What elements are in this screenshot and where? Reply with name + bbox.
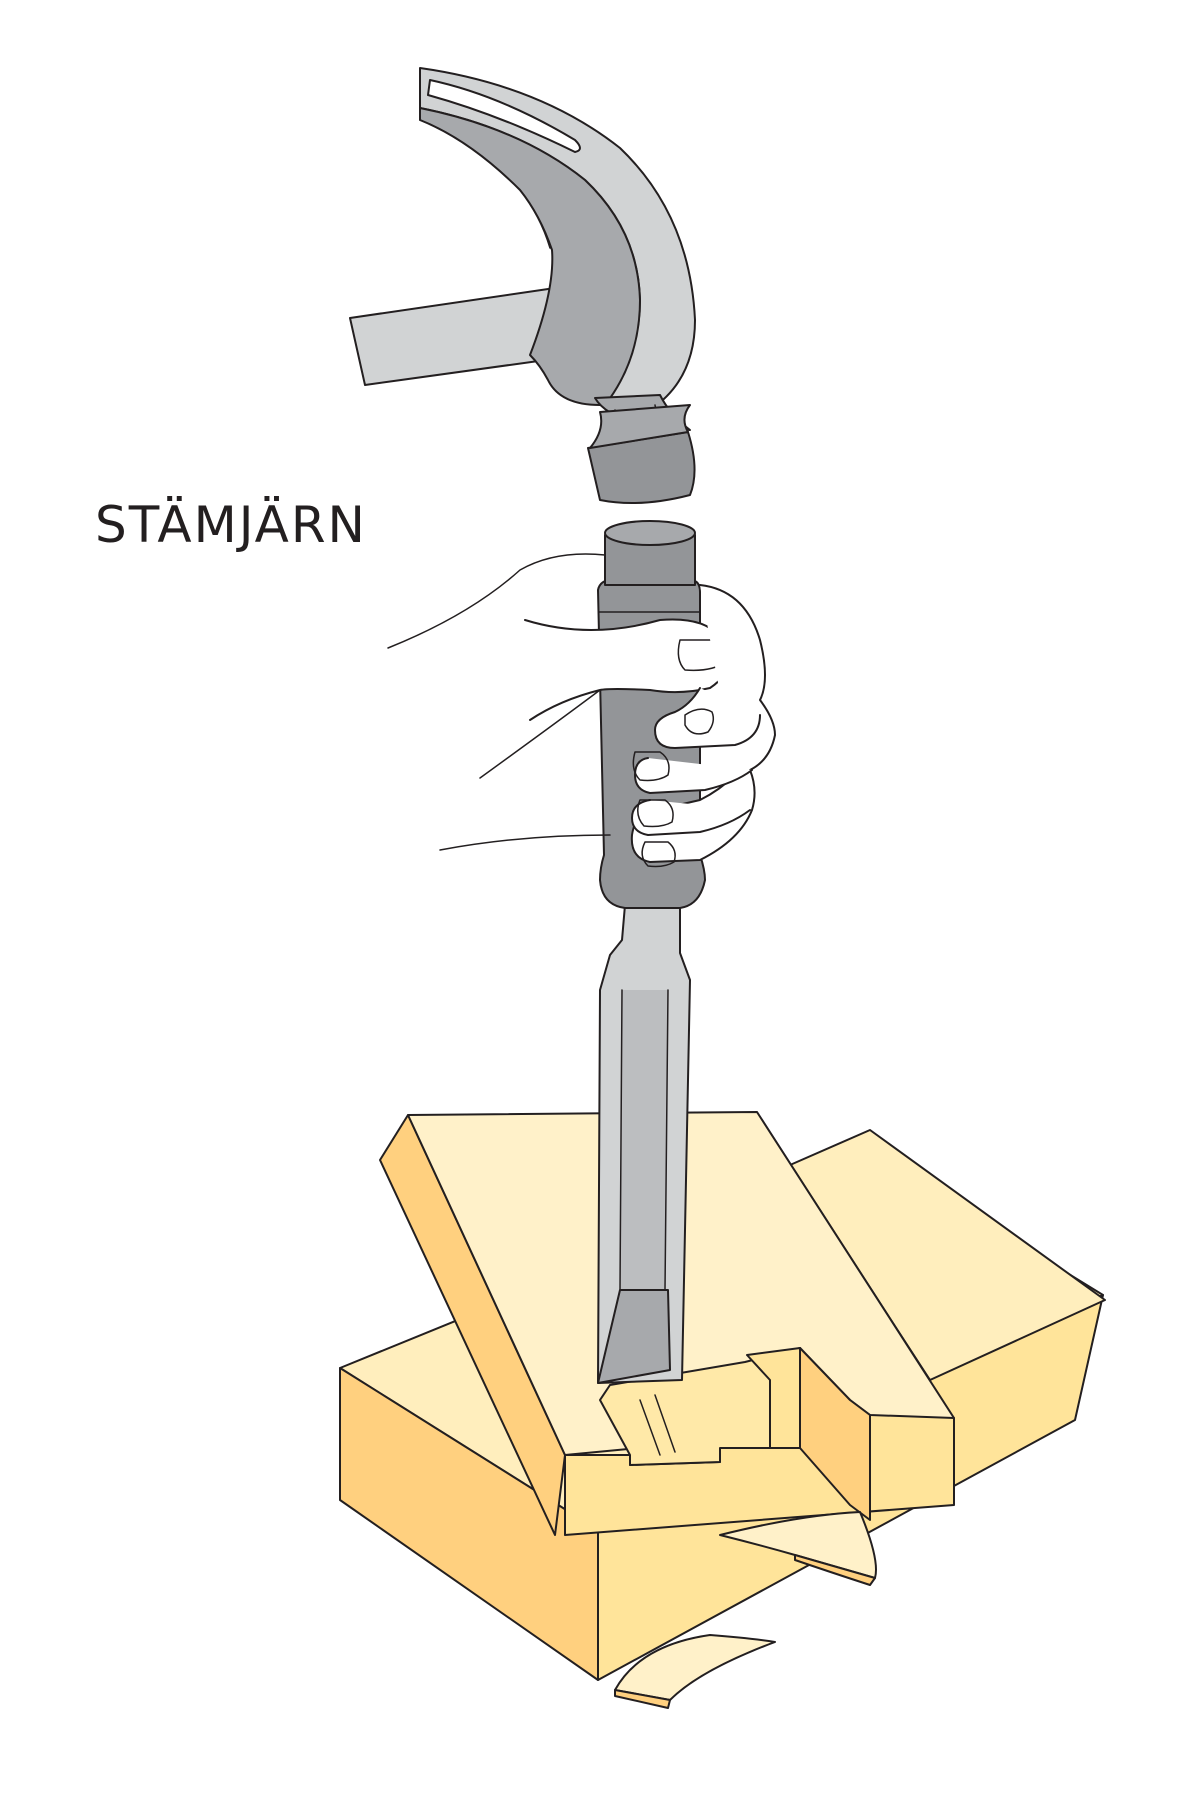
wood-chips	[614, 1511, 877, 1709]
middle-finger	[634, 757, 753, 794]
wood-grain-line	[639, 1399, 661, 1456]
chisel-bevel-line	[619, 989, 623, 1291]
hammer-shaft	[349, 287, 561, 386]
arm-bottom-line	[439, 834, 611, 851]
finger-knuckle	[684, 708, 715, 735]
hand-icon	[387, 553, 776, 868]
arm-top-line	[387, 553, 606, 649]
index-finger	[654, 687, 761, 749]
thumb	[524, 618, 730, 721]
hammer-collar	[589, 404, 691, 449]
hammer-face	[587, 431, 696, 505]
wood-mortise-back	[746, 1347, 801, 1449]
fingernail	[637, 799, 674, 828]
wood-seam-line	[756, 1111, 931, 1381]
hammer-claw-slot	[427, 79, 581, 153]
hammer-icon	[349, 67, 696, 505]
wood-grain-line	[654, 1394, 676, 1453]
chisel-strike-face	[604, 520, 696, 546]
hammer-head-bevel	[419, 119, 551, 249]
chisel-blade-shade	[620, 990, 668, 1290]
chisel-tip	[597, 1289, 671, 1384]
wood-chip-edge	[614, 1689, 671, 1709]
wood-chip-icon	[614, 1634, 776, 1701]
fingernail	[641, 841, 676, 868]
chisel-bevel-line	[664, 989, 669, 1291]
wood-chip-edge	[794, 1554, 876, 1586]
caption-title: STÄMJÄRN	[95, 496, 367, 554]
arm-middle-line	[479, 689, 601, 779]
fingernail	[632, 751, 670, 782]
